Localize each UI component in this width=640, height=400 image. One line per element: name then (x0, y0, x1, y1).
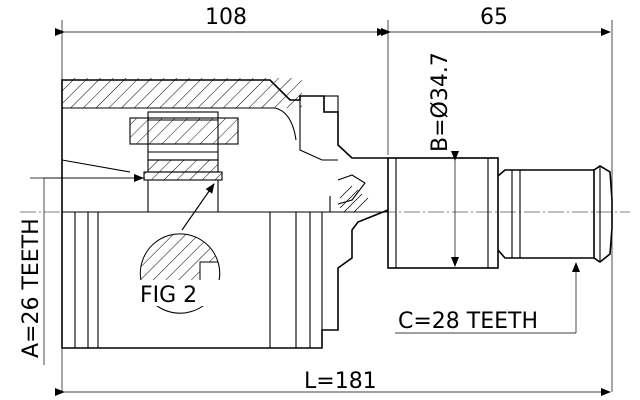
fig2-label: FIG 2 (140, 283, 197, 308)
tripod-spider (129, 111, 239, 212)
dim-label-total: L=181 (304, 369, 377, 394)
leader-teeth-a (43, 174, 144, 365)
extension-lines (30, 20, 613, 392)
dim-label-108: 108 (205, 5, 247, 30)
dim-label-teeth-a: A=26 TEETH (19, 218, 44, 358)
fig2-label-bg (132, 280, 220, 306)
output-shaft (387, 157, 613, 269)
dim-label-65: 65 (480, 5, 508, 30)
dim-label-teeth-c: C=28 TEETH (398, 309, 538, 334)
dim-label-diameter: B=Ø34.7 (428, 52, 453, 152)
housing (61, 78, 389, 349)
leader-teeth-c (395, 262, 580, 334)
